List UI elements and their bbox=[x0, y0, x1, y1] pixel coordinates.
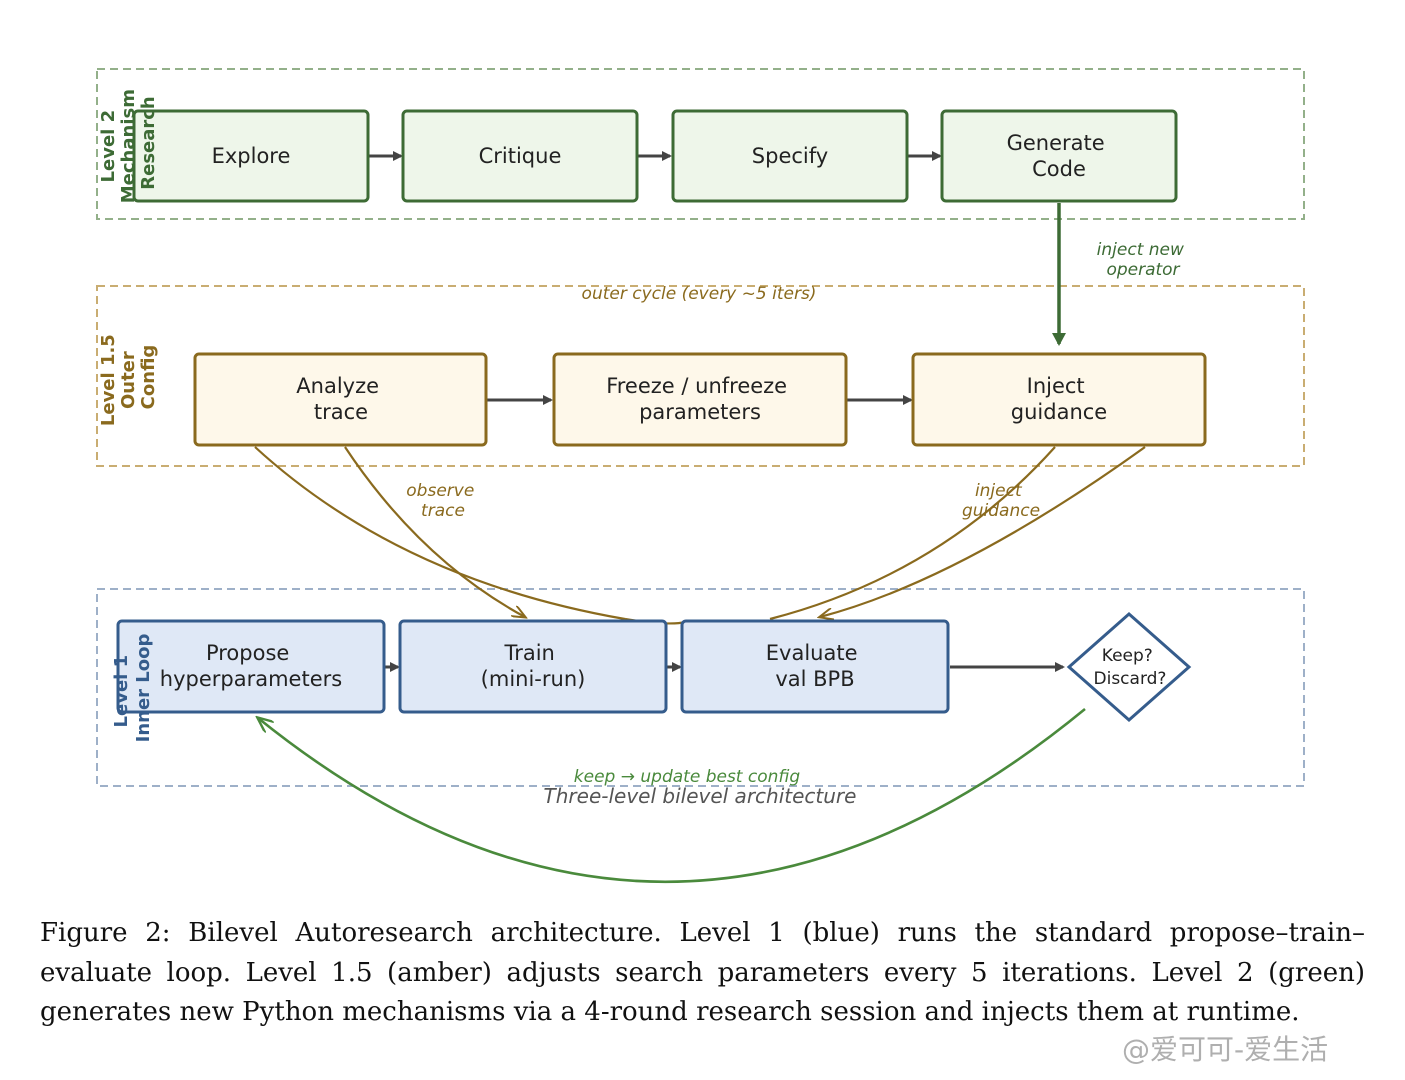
level-2-label-line-3: Research bbox=[138, 96, 159, 190]
level-2-label: Level 2 Mechanism Research bbox=[98, 83, 159, 204]
inject-new-operator-line-1: inject new bbox=[1097, 240, 1184, 260]
node-evaluate-line-1: Evaluate bbox=[766, 641, 858, 665]
watermark: @爱可可-爱生活 bbox=[1122, 1033, 1329, 1066]
node-train-line-2: (mini-run) bbox=[481, 667, 586, 691]
node-train-line-1: Train bbox=[503, 641, 554, 665]
node-analyze-trace: Analyze trace bbox=[193, 352, 488, 447]
observe-trace-arrow bbox=[344, 446, 525, 617]
node-critique: Critique bbox=[401, 109, 639, 203]
node-keep-discard: Keep? Discard? bbox=[1066, 611, 1192, 723]
keep-update-loop-arrow bbox=[258, 707, 1086, 884]
node-critique-line-1: Critique bbox=[479, 144, 562, 168]
level-1-5-label-line-3: Config bbox=[138, 345, 159, 410]
inject-guidance-arrow-inner bbox=[769, 446, 1056, 621]
node-inject-guidance: Inject guidance bbox=[911, 352, 1207, 447]
node-explore-line-1: Explore bbox=[212, 144, 291, 168]
svg-text:Inject guidance: Inject guidance bbox=[1011, 374, 1107, 424]
svg-text:Evaluate val BPB: Evaluate val BPB bbox=[766, 641, 864, 691]
architecture-diagram: Explore Critique Specify Generate Code A… bbox=[96, 68, 1305, 884]
inject-guidance-line-2: guidance bbox=[962, 501, 1040, 521]
node-generate-code-line-1: Generate bbox=[1007, 131, 1105, 155]
level-2-label-line-2: Mechanism bbox=[118, 89, 139, 203]
node-inject-guidance-line-1: Inject bbox=[1027, 374, 1085, 398]
svg-text:Generate Code: Generate Code bbox=[1007, 131, 1112, 181]
node-analyze-trace-line-2: trace bbox=[314, 400, 368, 424]
svg-text:Propose hyperparameters: Propose hyperparameters bbox=[160, 641, 342, 691]
level-2-panel bbox=[96, 68, 1305, 220]
node-generate-code: Generate Code bbox=[940, 109, 1178, 203]
node-specify: Specify bbox=[671, 109, 909, 203]
node-keep-line-1: Keep? bbox=[1102, 646, 1153, 666]
observe-trace-line-2: trace bbox=[421, 501, 465, 521]
node-propose-hyperparameters: Propose hyperparameters bbox=[116, 619, 386, 714]
inject-new-operator-label: inject new operator bbox=[1097, 240, 1190, 280]
svg-text:Critique: Critique bbox=[479, 144, 562, 168]
level-1-panel bbox=[96, 588, 1305, 787]
inject-guidance-arrow bbox=[820, 446, 1146, 617]
node-explore-box bbox=[132, 109, 370, 203]
node-critique-box bbox=[401, 109, 639, 203]
node-analyze-trace-box bbox=[193, 352, 488, 447]
inject-guidance-line-1: inject bbox=[975, 481, 1023, 501]
node-generate-code-line-2: Code bbox=[1032, 157, 1086, 181]
level-1-5-panel bbox=[96, 285, 1305, 467]
node-inject-guidance-box bbox=[911, 352, 1207, 447]
svg-text:Analyze trace: Analyze trace bbox=[296, 374, 385, 424]
svg-text:Specify: Specify bbox=[752, 144, 828, 168]
node-freeze-parameters: Freeze / unfreeze parameters bbox=[552, 352, 848, 447]
node-train-box bbox=[398, 619, 668, 714]
node-freeze-parameters-line-1: Freeze / unfreeze bbox=[606, 374, 787, 398]
node-propose-line-1: Propose bbox=[206, 641, 289, 665]
level-1-label-line-2: Inner Loop bbox=[133, 634, 154, 743]
svg-text:Keep? Discard?: Keep? Discard? bbox=[1094, 646, 1167, 689]
level-1-5-label-line-1: Level 1.5 bbox=[98, 334, 119, 426]
node-specify-line-1: Specify bbox=[752, 144, 828, 168]
inject-guidance-label: inject guidance bbox=[962, 481, 1040, 521]
observe-trace-line-1: observe bbox=[406, 481, 474, 501]
keep-update-label: keep → update best config bbox=[574, 767, 801, 787]
node-freeze-parameters-line-2: parameters bbox=[639, 400, 761, 424]
node-keep-line-2: Discard? bbox=[1094, 669, 1167, 689]
node-evaluate: Evaluate val BPB bbox=[680, 619, 950, 714]
node-generate-code-box bbox=[940, 109, 1178, 203]
node-freeze-parameters-box bbox=[552, 352, 848, 447]
observe-trace-label: observe trace bbox=[406, 481, 479, 521]
node-train: Train (mini-run) bbox=[398, 619, 668, 714]
observe-trace-arrow-wide bbox=[254, 446, 626, 621]
node-propose-line-2: hyperparameters bbox=[160, 667, 342, 691]
figure-caption: Figure 2: Bilevel Autoresearch architect… bbox=[40, 918, 1365, 1027]
level-1-label-line-1: Level 1 bbox=[111, 655, 132, 728]
outer-cycle-label: outer cycle (every ~5 iters) bbox=[582, 284, 817, 304]
level-1-label: Level 1 Inner Loop bbox=[111, 634, 154, 743]
keep-discard-diamond bbox=[1066, 611, 1192, 723]
node-evaluate-line-2: val BPB bbox=[775, 667, 854, 691]
inject-new-operator-line-2: operator bbox=[1106, 260, 1180, 280]
svg-text:Train (mini-run): Train (mini-run) bbox=[481, 641, 586, 691]
figure-title: Three-level bilevel architecture bbox=[544, 784, 857, 808]
node-propose-box bbox=[116, 619, 386, 714]
node-inject-guidance-line-2: guidance bbox=[1011, 400, 1107, 424]
level-1-5-label-line-2: Outer bbox=[118, 351, 139, 409]
node-explore: Explore bbox=[132, 109, 370, 203]
svg-text:Freeze / unfreeze parame: Freeze / unfreeze parameters bbox=[606, 374, 794, 424]
node-specify-box bbox=[671, 109, 909, 203]
svg-text:Explore: Explore bbox=[212, 144, 291, 168]
node-analyze-trace-line-1: Analyze bbox=[296, 374, 379, 398]
node-evaluate-box bbox=[680, 619, 950, 714]
level-1-5-label: Level 1.5 Outer Config bbox=[98, 328, 159, 426]
level-2-label-line-1: Level 2 bbox=[98, 110, 119, 183]
